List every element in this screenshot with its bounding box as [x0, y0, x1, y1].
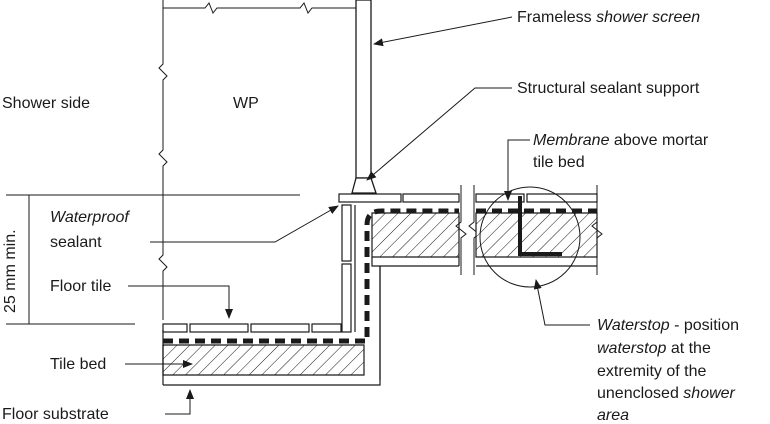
right-break	[591, 185, 603, 275]
wp-sealant-label-line2: sealant	[50, 234, 102, 251]
sealant-support	[351, 177, 377, 194]
wp-sealant-label-line1: Waterproof	[50, 209, 130, 226]
floor-tile-leader	[128, 285, 233, 319]
dimension-label: 25 mm min.	[2, 229, 19, 313]
waterstop-angle	[518, 196, 562, 256]
top-break-line	[163, 2, 356, 14]
waterstop-label-line1: Waterstop - position	[597, 317, 739, 334]
waterstop-label-line4: unenclosed shower	[597, 385, 736, 402]
upper-tiles-right	[475, 193, 598, 203]
floor-substrate-label: Floor substrate	[2, 406, 109, 423]
upper-tile-bed-left	[371, 212, 460, 258]
membrane-label-line1: Membrane above mortar	[533, 132, 709, 149]
waterstop-label-line5: area	[597, 407, 629, 424]
membrane-dashed	[163, 208, 459, 344]
lower-tile-bed	[162, 344, 365, 376]
detail-circle	[479, 186, 581, 288]
middle-break-left	[455, 185, 467, 275]
shower-side-label: Shower side	[2, 95, 90, 112]
floor-tiles	[162, 323, 342, 333]
screen-leader	[373, 16, 513, 47]
waterstop-label-line2: waterstop at the	[597, 340, 711, 357]
floor-tile-label: Floor tile	[50, 278, 111, 295]
waterstop-leader	[533, 279, 590, 326]
wall-break-line	[158, 0, 168, 320]
membrane-leader	[504, 139, 530, 201]
upper-tile-bed-right	[475, 212, 598, 258]
step-outline	[354, 205, 460, 380]
floor-substrate-outline	[163, 266, 381, 386]
upstand-tiles	[341, 204, 352, 333]
upper-tiles-left	[338, 193, 460, 203]
screen-label: Frameless shower screen	[517, 9, 700, 26]
membrane-label-line2: tile bed	[533, 154, 585, 171]
support-label: Structural sealant support	[517, 80, 700, 97]
wp-label: WP	[233, 95, 259, 112]
substrate-leader	[165, 389, 194, 415]
sealant-leader	[150, 205, 339, 243]
middle-break-right	[468, 185, 480, 275]
waterstop-label-line3: extremity of the	[597, 363, 706, 380]
shower-screen-glass	[355, 0, 372, 179]
support-leader	[366, 87, 512, 181]
tile-bed-label: Tile bed	[50, 356, 106, 373]
